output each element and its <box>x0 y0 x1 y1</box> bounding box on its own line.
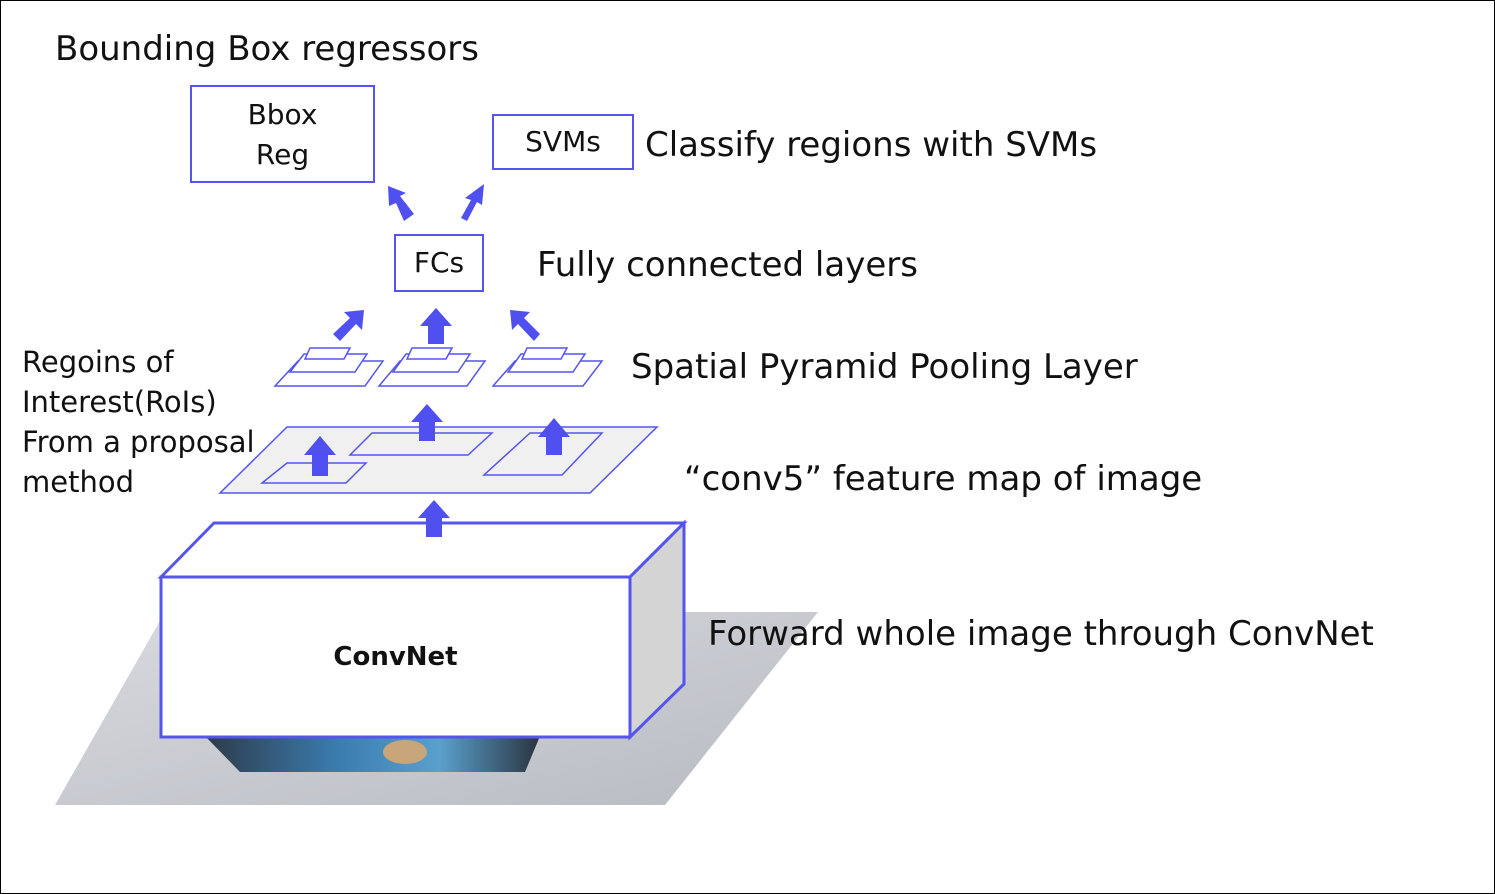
pyramid-pool-right <box>491 347 604 387</box>
arrow-pool-middle-up <box>420 308 452 344</box>
arrow-roi-middle-up <box>411 404 443 441</box>
roi-region-left <box>259 462 368 484</box>
svms-text: SVMs <box>525 125 601 158</box>
fully-connected-label: Fully connected layers <box>537 245 918 285</box>
arrow-roi-left-up <box>304 436 336 476</box>
arrow-roi-right-up <box>538 418 570 455</box>
bbox-regressors-label: Bounding Box regressors <box>55 29 480 69</box>
convnet-box-top <box>157 521 688 579</box>
convnet-text: ConvNet <box>333 642 458 672</box>
bbox-reg-text: Bbox Reg <box>191 95 374 175</box>
classify-label: Classify regions with SVMs <box>645 125 1098 165</box>
arrow-convnet-to-featuremap <box>418 500 450 537</box>
forward-label: Forward whole image through ConvNet <box>708 614 1374 654</box>
rois-line-3: From a proposal <box>22 425 255 459</box>
rois-line-4: method <box>22 465 134 499</box>
bbox-text-line-2: Reg <box>255 138 310 171</box>
convnet-box-front <box>159 575 632 739</box>
rois-label: Regoins of Interest(RoIs) From a proposa… <box>22 342 255 502</box>
fcs-text: FCs <box>413 246 465 279</box>
svms-box <box>492 114 634 170</box>
bbox-reg-box <box>190 85 375 183</box>
pyramid-pool-left <box>273 347 385 387</box>
arrow-pool-right-up <box>510 310 540 341</box>
roi-region-right <box>482 432 604 476</box>
input-image-detail <box>383 740 427 764</box>
bbox-text-line-1: Bbox <box>247 98 318 131</box>
roi-region-middle <box>348 432 494 456</box>
arrow-pool-left-up <box>333 310 364 341</box>
fcs-box <box>394 234 484 292</box>
rois-line-1: Regoins of <box>22 345 174 379</box>
spp-layer-label: Spatial Pyramid Pooling Layer <box>631 347 1138 387</box>
pyramid-pool-middle <box>377 347 487 387</box>
feature-map-label: “conv5” feature map of image <box>684 459 1203 499</box>
input-image-photo <box>205 736 540 772</box>
rois-line-2: Interest(RoIs) <box>22 385 217 419</box>
arrow-fcs-to-svms <box>461 184 484 221</box>
arrow-fcs-to-bbox <box>388 186 414 221</box>
